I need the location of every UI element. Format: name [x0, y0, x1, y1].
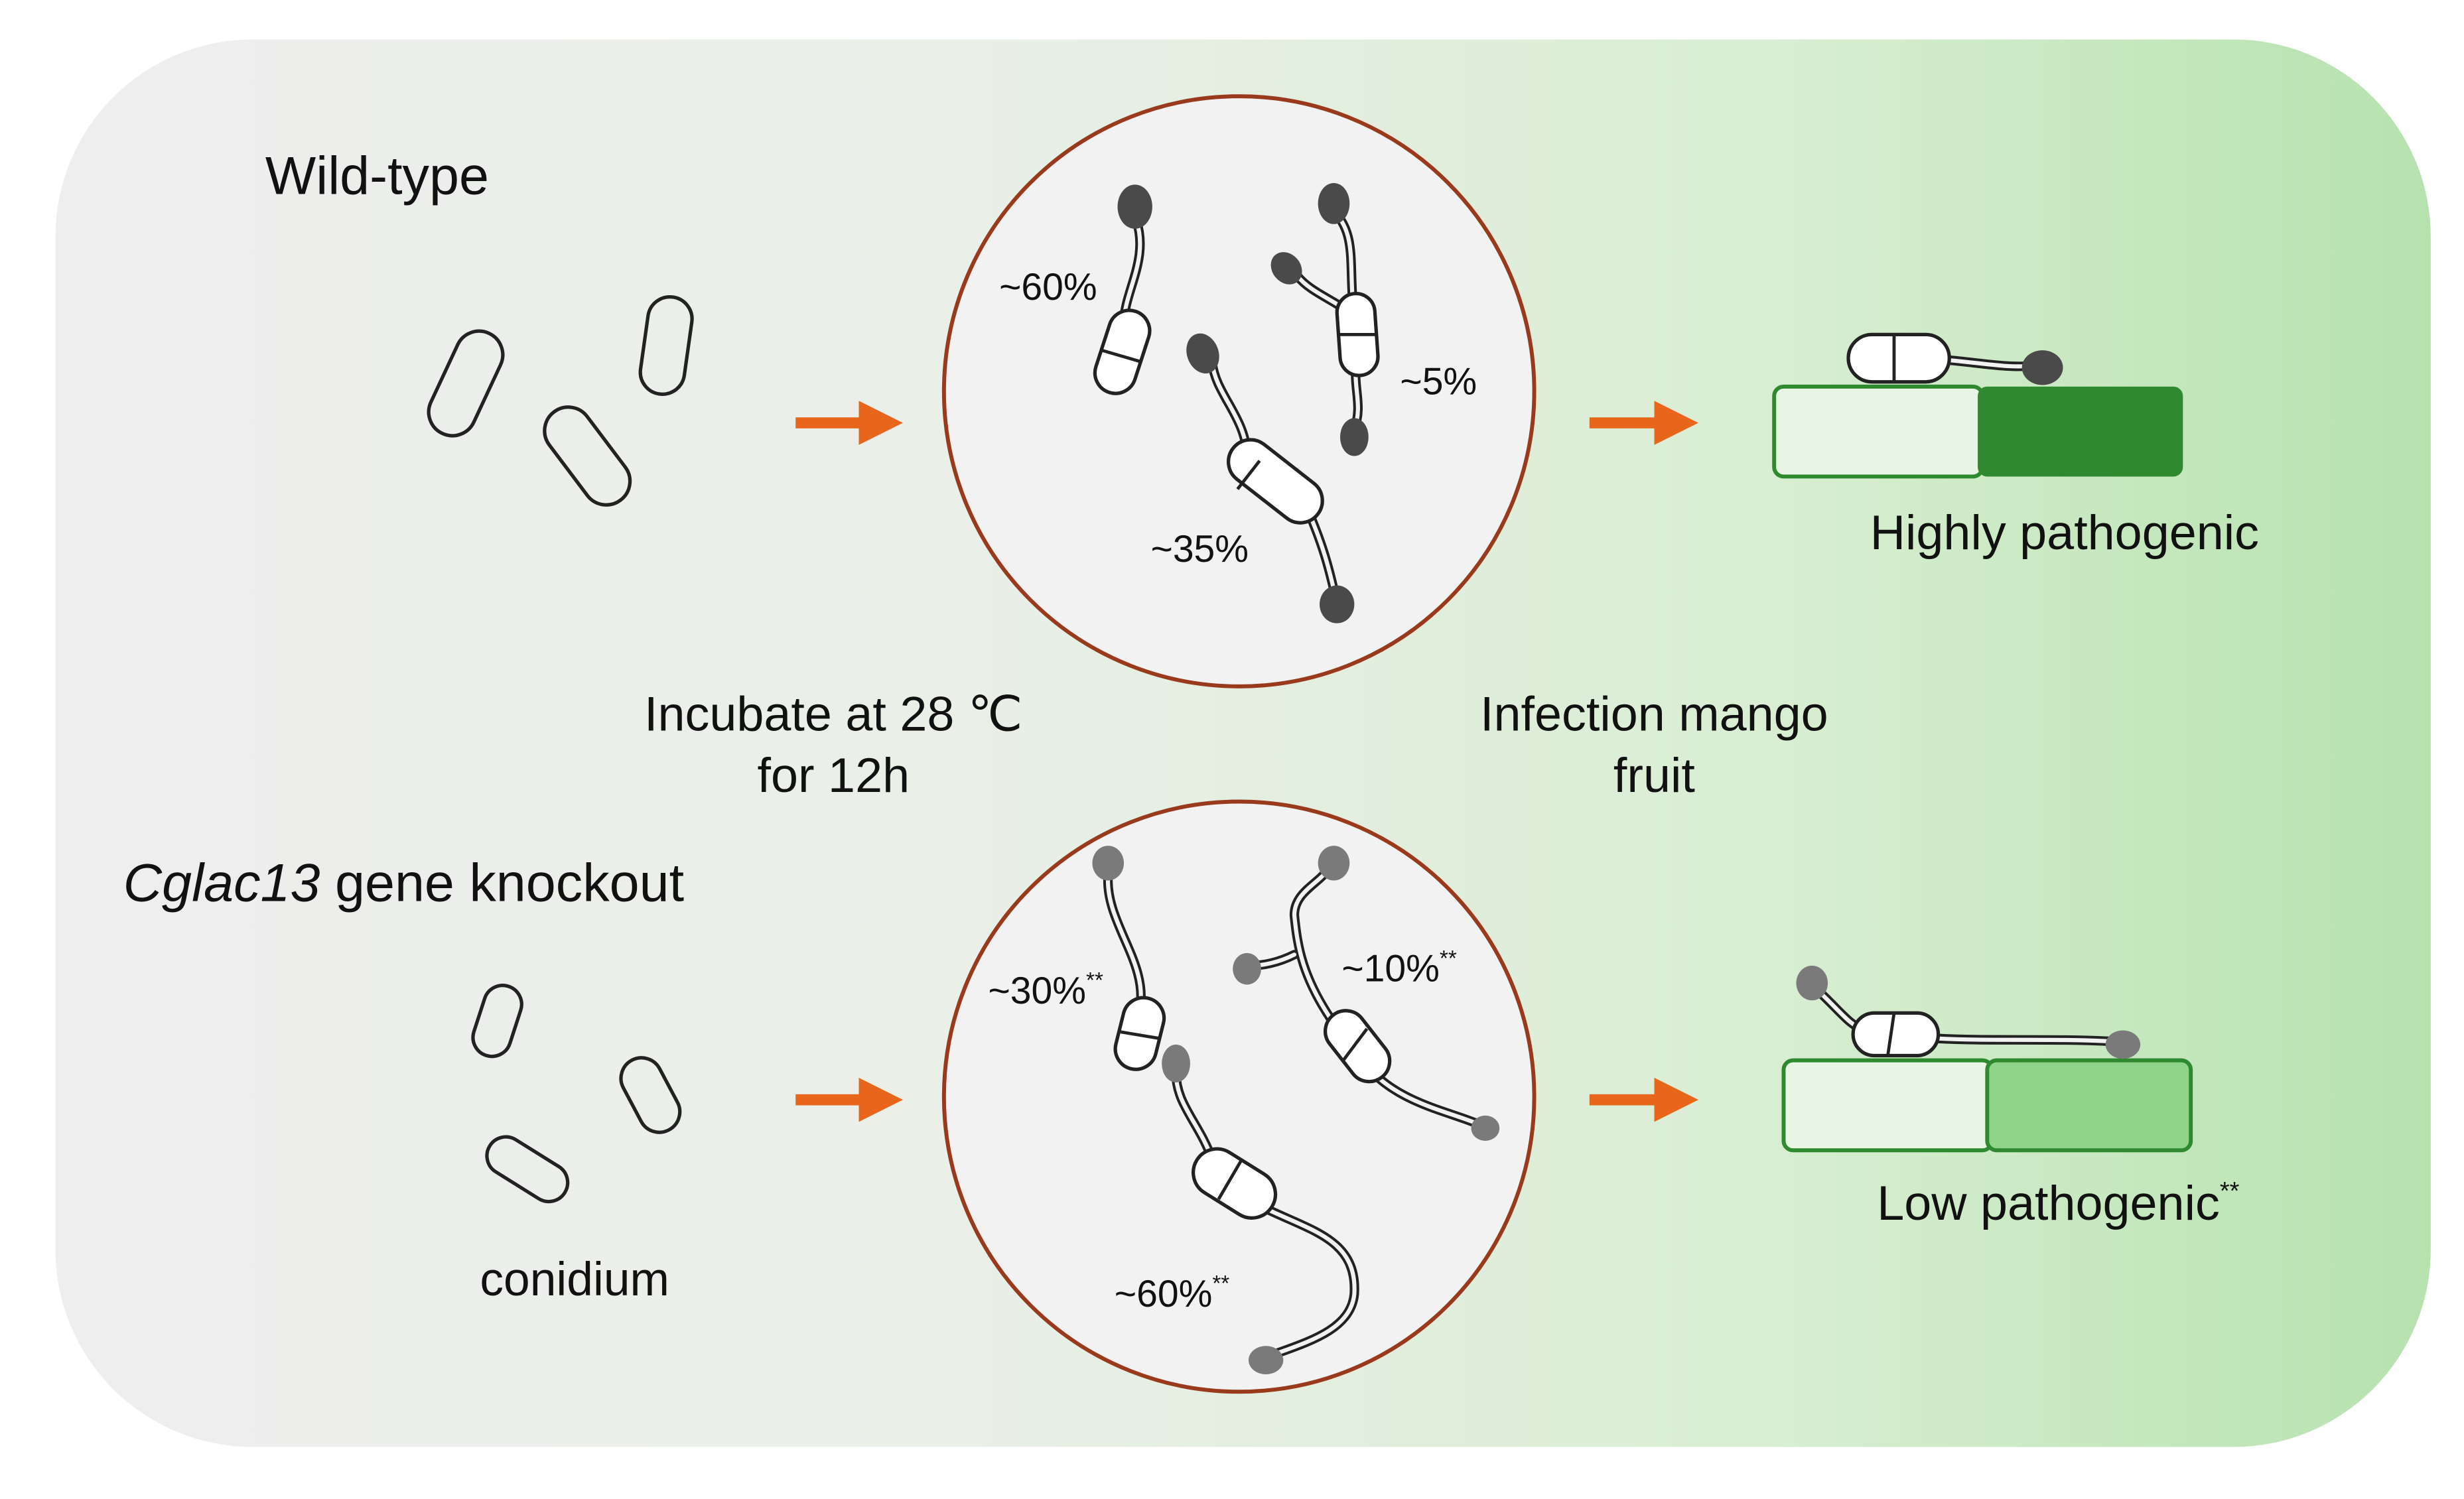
- germinated-conidium: [1846, 332, 1951, 384]
- knockout-infection: [1781, 965, 2193, 1153]
- conidium-shape: [427, 329, 505, 438]
- conidium-label: conidium: [480, 1253, 669, 1306]
- circle-border: [941, 799, 1537, 1394]
- wild-type-branched-pct: ~5%: [1400, 361, 1477, 403]
- infection-label-line2: fruit: [1613, 748, 1695, 803]
- appressorium: [1320, 585, 1355, 623]
- lesion-dark: [1978, 386, 2183, 477]
- wild-type-conidia: [427, 295, 694, 507]
- germinated-conidium: [1324, 1009, 1392, 1084]
- appressorium: [1796, 965, 1828, 1001]
- conidium-shape: [485, 1135, 570, 1204]
- germinated-conidium: [1093, 308, 1152, 395]
- knockout-germination-circle: ~30%** ~10%** ~60%**: [941, 799, 1537, 1394]
- appressorium: [1318, 182, 1350, 224]
- appressorium: [1318, 846, 1350, 881]
- significance-mark: **: [1086, 968, 1103, 993]
- appressorium: [2105, 1030, 2141, 1059]
- healthy-tissue: [1781, 1058, 1994, 1153]
- appressorium: [1117, 184, 1152, 229]
- appressorium: [1339, 418, 1369, 456]
- infection-label-line1: Infection mango: [1480, 686, 1828, 741]
- lesion-light: [1985, 1058, 2193, 1153]
- conidium-shape: [619, 1056, 682, 1134]
- wild-type-long-hyphae-pct: ~35%: [1150, 528, 1249, 570]
- knockout-long-hyphae-pct: ~60%**: [1115, 1271, 1230, 1315]
- incubate-label-line2: for 12h: [758, 748, 910, 803]
- significance-mark: **: [1440, 946, 1457, 971]
- knockout-title: Cglac13 gene knockout: [123, 853, 684, 913]
- appressorium: [1186, 333, 1219, 374]
- knockout-conidia: [471, 984, 682, 1204]
- knockout-outcome: Low pathogenic**: [1877, 1175, 2239, 1230]
- appressorium: [1270, 252, 1302, 285]
- appressorium: [1092, 846, 1125, 881]
- germinated-conidium: [1851, 1011, 1941, 1058]
- wild-type-title: Wild-type: [265, 147, 489, 206]
- conidium-shape: [638, 295, 694, 396]
- healthy-tissue: [1772, 384, 1985, 479]
- appressorium: [1248, 1346, 1284, 1375]
- knockout-branched-pct: ~10%**: [1341, 946, 1457, 990]
- appressorium: [2021, 350, 2063, 385]
- germinated-conidium: [1192, 1147, 1278, 1220]
- wild-type-appressorium-pct: ~60%: [999, 266, 1097, 308]
- knockout-gene-name: Cglac13: [123, 853, 320, 913]
- circle-border: [941, 94, 1537, 688]
- knockout-title-suffix: gene knockout: [320, 853, 685, 913]
- incubate-label-line1: Incubate at 28 ℃: [644, 686, 1023, 741]
- germinated-conidium: [1227, 438, 1324, 525]
- appressorium: [1162, 1044, 1190, 1082]
- wild-type-germination-circle: ~60% ~5% ~35%: [941, 94, 1537, 688]
- knockout-appressorium-pct: ~30%**: [988, 968, 1103, 1012]
- appressorium: [1471, 1115, 1500, 1141]
- arrows: [795, 401, 1698, 1122]
- appressorium: [1233, 952, 1262, 985]
- conidium-shape: [543, 405, 632, 507]
- wild-type-outcome: Highly pathogenic: [1870, 505, 2259, 560]
- significance-mark: **: [2220, 1177, 2240, 1205]
- wild-type-infection: [1772, 332, 2183, 479]
- conidium-shape: [471, 984, 523, 1059]
- significance-mark: **: [1212, 1271, 1229, 1296]
